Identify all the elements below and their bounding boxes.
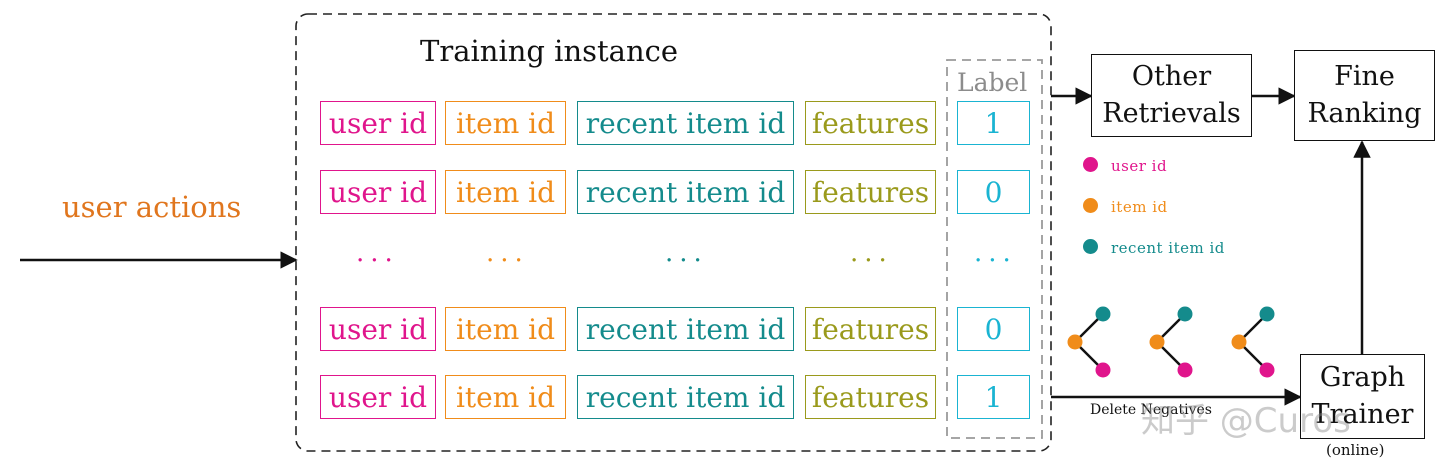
graph-glyph-2 <box>1149 306 1193 378</box>
graph-trainer-note: (online) <box>1326 441 1385 459</box>
label-column-header: Label <box>957 68 1028 97</box>
fine-ranking-box: Fine Ranking <box>1294 50 1435 141</box>
legend-user-id-dot <box>1083 157 1098 172</box>
row-4-label-cell: 1 <box>957 375 1030 419</box>
row-2-user-id-cell: user id <box>320 170 436 214</box>
row-3-item-id-cell: item id <box>445 307 566 351</box>
row-2-recent-item-id-cell: recent item id <box>577 170 794 214</box>
graph-trainer-line1: Graph <box>1319 362 1406 394</box>
row-1-label-cell: 1 <box>957 101 1030 145</box>
row-3-features-cell: features <box>805 307 936 351</box>
row-4-item-id-cell: item id <box>445 375 566 419</box>
legend-recent-item-id-label: recent item id <box>1111 239 1225 257</box>
legend-item-id-dot <box>1083 198 1098 213</box>
row-4-user-id-cell: user id <box>320 375 436 419</box>
row-1-user-id-cell: user id <box>320 101 436 145</box>
input-label: user actions <box>62 190 242 224</box>
row-3-label-cell: 0 <box>957 307 1030 351</box>
row-4-recent-item-id-cell: recent item id <box>577 375 794 419</box>
watermark-text: 知乎 @Curos <box>1141 401 1351 441</box>
other-retrievals-box: Other Retrievals <box>1091 54 1252 137</box>
legend-user-id-label: user id <box>1111 157 1168 175</box>
row-4-features-cell: features <box>805 375 936 419</box>
row-1-features-cell: features <box>805 101 936 145</box>
fine-ranking-line2: Ranking <box>1307 97 1422 129</box>
row-3-user-id-cell: user id <box>320 307 436 351</box>
ellipsis-user-id: ... <box>356 238 399 268</box>
row-1-item-id-cell: item id <box>445 101 566 145</box>
graph-trainer-line2: Trainer <box>1311 398 1414 430</box>
training-instance-title: Training instance <box>420 34 679 68</box>
legend-item-id-label: item id <box>1111 198 1168 216</box>
graph-trainer-box: Graph Trainer <box>1300 354 1425 439</box>
ellipsis-recent-item-id: ... <box>665 238 708 268</box>
ellipsis-item-id: ... <box>486 238 529 268</box>
other-retrievals-line1: Other <box>1131 61 1212 93</box>
legend-recent-item-id-dot <box>1083 239 1098 254</box>
row-1-recent-item-id-cell: recent item id <box>577 101 794 145</box>
ellipsis-features: ... <box>850 238 893 268</box>
row-3-recent-item-id-cell: recent item id <box>577 307 794 351</box>
ellipsis-label: ... <box>974 238 1017 268</box>
other-retrievals-line2: Retrievals <box>1102 97 1241 129</box>
fine-ranking-line1: Fine <box>1334 61 1395 93</box>
training-instance-frame <box>295 13 1052 452</box>
graph-glyph-3 <box>1231 306 1275 378</box>
graph-glyph-1 <box>1067 306 1111 378</box>
row-2-features-cell: features <box>805 170 936 214</box>
row-2-label-cell: 0 <box>957 170 1030 214</box>
row-2-item-id-cell: item id <box>445 170 566 214</box>
delete-negatives-label: Delete Negatives <box>1090 402 1212 418</box>
label-column-frame <box>946 59 1043 439</box>
